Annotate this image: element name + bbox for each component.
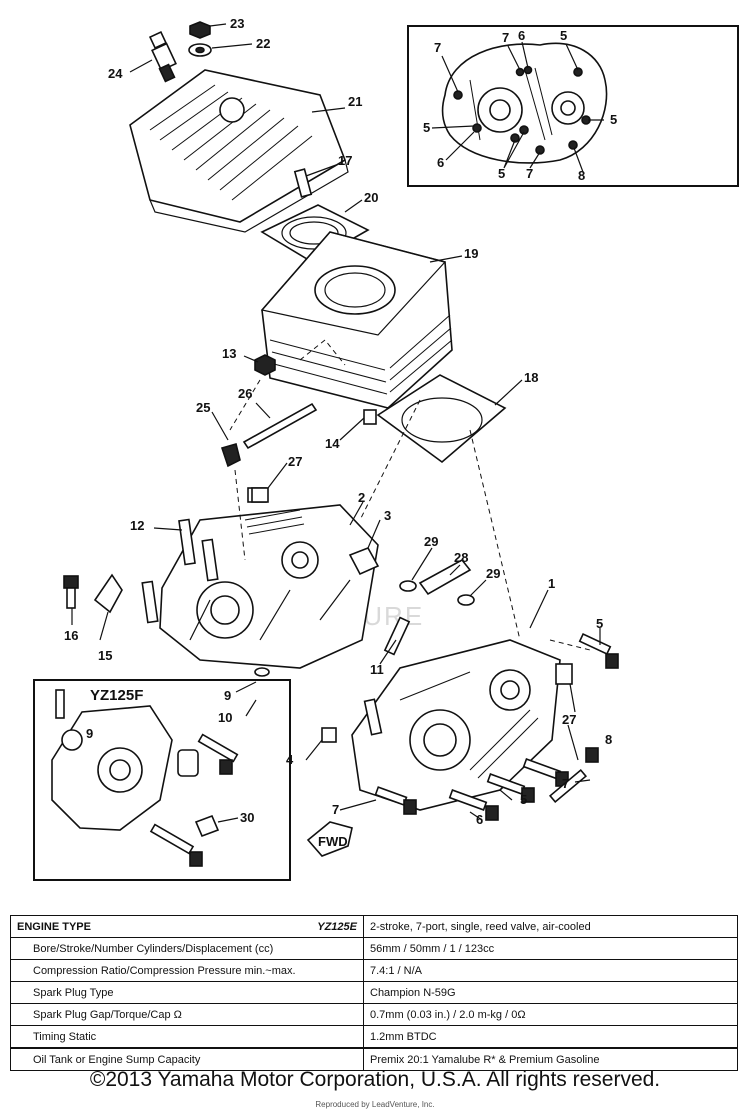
inset-callout-7b: 7 [502,30,509,45]
cylinder-base-gasket [376,374,507,464]
inset-callout-5d: 5 [498,166,505,181]
callout-27b: 27 [562,712,576,727]
callout-29b: 29 [486,566,500,581]
spec-row-label: Timing Static [10,1025,364,1049]
callout-15: 15 [98,648,112,663]
inset-callout-5c: 5 [610,112,617,127]
copyright-notice: ©2013 Yamaha Motor Corporation, U.S.A. A… [89,1068,661,1091]
spec-row: Timing Static 1.2mm BTDC [10,1025,738,1049]
callout-8: 8 [605,732,612,747]
callout-10: 10 [218,710,232,725]
callout-28: 28 [454,550,468,565]
inset-callout-9: 9 [86,726,93,741]
inset-callout-7a: 7 [434,40,441,55]
spec-row-value: 1.2mm BTDC [363,1025,738,1049]
inset-yz125f-label: YZ125F [90,687,143,704]
inset-callout-5b: 5 [423,120,430,135]
spec-row: Oil Tank or Engine Sump Capacity Premix … [10,1047,738,1071]
spec-row-value: 7.4:1 / N/A [363,959,738,982]
callout-7a: 7 [332,802,339,817]
inset-yz125f-crankcase: YZ125F 30 9 [33,679,291,881]
callout-9: 9 [224,688,231,703]
spec-header-row: ENGINE TYPE YZ125E 2-stroke, 7-port, sin… [10,915,738,938]
engine-spec-table: ENGINE TYPE YZ125E 2-stroke, 7-port, sin… [10,915,738,1071]
spec-row: Bore/Stroke/Number Cylinders/Displacemen… [10,937,738,960]
spec-header-model: YZ125E [317,920,357,933]
spec-row-value: 56mm / 50mm / 1 / 123cc [363,937,738,960]
assembly-centerlines [229,379,591,651]
inset-callout-30: 30 [240,810,254,825]
crankcase-small-parts [251,487,475,656]
callout-29a: 29 [424,534,438,549]
callout-11: 11 [370,662,384,677]
spec-row-label: Compression Ratio/Compression Pressure m… [10,959,364,982]
callout-5b: 5 [520,792,527,807]
right-crankcase [321,639,573,811]
inset-callout-5a: 5 [560,28,567,43]
callout-18: 18 [524,370,538,385]
callout-2: 2 [358,490,365,505]
inset-crankcase-bolt-pattern: 7 7 6 5 5 5 6 5 7 8 [407,25,739,187]
leader-lines [71,23,601,821]
callout-13: 13 [222,346,236,361]
spec-header-label: ENGINE TYPE [17,920,91,933]
spec-row-label: Spark Plug Gap/Torque/Cap Ω [10,1003,364,1026]
spec-row-value: 0.7mm (0.03 in.) / 2.0 m-kg / 0Ω [363,1003,738,1026]
exploded-parts-diagram: LEADVENTURE 7 7 6 5 5 5 6 5 7 [33,16,739,881]
callout-25: 25 [196,400,210,415]
spec-header-value: 2-stroke, 7-port, single, reed valve, ai… [363,915,738,938]
cylinder [254,231,453,425]
callout-6: 6 [476,812,483,827]
inset-callout-6b: 6 [437,155,444,170]
spark-plug [148,30,177,83]
reproduction-footnote: Reproduced by LeadVenture, Inc. [315,1100,435,1109]
spec-header-label-cell: ENGINE TYPE YZ125E [10,915,364,938]
inset-callout-8: 8 [578,168,585,183]
spec-row: Spark Plug Gap/Torque/Cap Ω 0.7mm (0.03 … [10,1003,738,1026]
spec-row: Spark Plug Type Champion N-59G [10,981,738,1004]
spec-row-label: Spark Plug Type [10,981,364,1004]
callout-23: 23 [230,16,244,31]
spec-row-value: Premix 20:1 Yamalube R* & Premium Gasoli… [363,1047,738,1071]
spec-row: Compression Ratio/Compression Pressure m… [10,959,738,982]
inset-bolt-holes [453,65,591,155]
inset-callout-7c: 7 [526,166,533,181]
callout-5: 5 [596,616,603,631]
cylinder-head-assembly [129,21,370,263]
front-mark-text: FWD [318,834,348,849]
callout-14: 14 [325,436,340,451]
callout-17: 17 [338,153,352,168]
callout-24: 24 [108,66,123,81]
callout-26: 26 [238,386,252,401]
inset-callout-6a: 6 [518,28,525,43]
callout-1: 1 [548,576,555,591]
callout-3: 3 [384,508,391,523]
callout-7b: 7 [562,776,569,791]
callout-27: 27 [288,454,302,469]
callout-20: 20 [364,190,378,205]
spec-row-label: Bore/Stroke/Number Cylinders/Displacemen… [10,937,364,960]
crankcase-bolts [374,632,619,821]
callout-4: 4 [286,752,294,767]
front-direction-arrow: FWD [306,821,353,857]
callout-12: 12 [130,518,144,533]
spec-row-value: Champion N-59G [363,981,738,1004]
spec-row-label: Oil Tank or Engine Sump Capacity [10,1047,364,1071]
left-crankcase [63,504,379,703]
callout-21: 21 [348,94,362,109]
callout-19: 19 [464,246,478,261]
callout-16: 16 [64,628,78,643]
callout-22: 22 [256,36,270,51]
